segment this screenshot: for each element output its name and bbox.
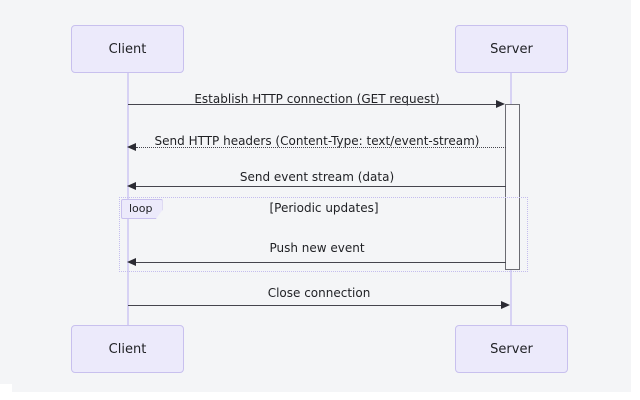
loop-fragment-condition: [Periodic updates] [269,201,379,215]
message-label-4: Close connection [267,286,371,300]
participant-box-server-top[interactable]: Server [455,25,568,73]
message-arrowhead-0 [496,100,505,108]
participant-label-client-bottom: Client [108,341,147,357]
message-arrowhead-2 [127,182,136,190]
page-edge-bottom [0,392,640,400]
participant-box-client-bottom[interactable]: Client [71,325,184,373]
message-label-2: Send event stream (data) [239,170,395,184]
message-line-2 [136,186,506,187]
message-line-3 [136,262,506,263]
page-edge-corner [0,384,12,400]
message-line-4 [128,305,501,306]
loop-fragment-keyword: loop [121,199,163,219]
message-label-1: Send HTTP headers (Content-Type: text/ev… [154,134,480,148]
message-label-0: Establish HTTP connection (GET request) [194,92,440,106]
message-line-0 [128,104,496,105]
participant-label-client-top: Client [108,41,147,57]
message-line-1 [136,147,506,148]
participant-box-server-bottom[interactable]: Server [455,325,568,373]
participant-box-client-top[interactable]: Client [71,25,184,73]
participant-label-server-bottom: Server [490,341,533,357]
message-arrowhead-4 [501,301,510,309]
page-edge-right [631,0,640,400]
message-arrowhead-1 [127,143,136,151]
activation-bar-server [505,104,520,270]
message-label-3: Push new event [269,241,365,255]
participant-label-server-top: Server [490,41,533,57]
message-arrowhead-3 [127,258,136,266]
loop-fragment-box [119,197,528,272]
